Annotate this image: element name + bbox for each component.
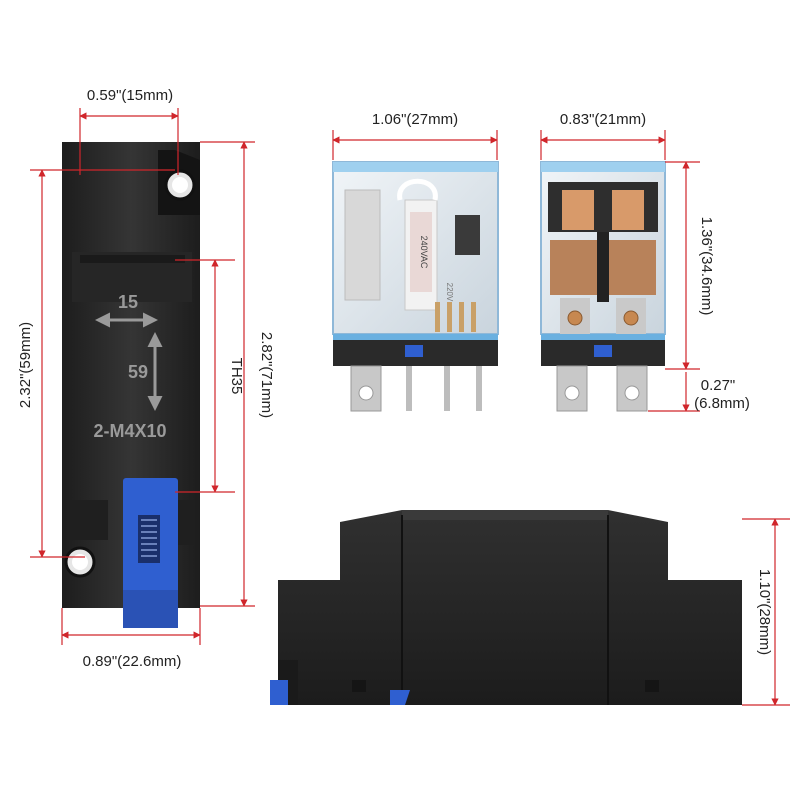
dim-hole-spacing-width: 0.59"(15mm) — [87, 87, 173, 104]
socket-top-view: 15 59 2-M4X10 — [62, 142, 200, 628]
dim-pin-length-in: 0.27" — [701, 377, 736, 394]
socket-mark-15: 15 — [118, 292, 138, 312]
relay-front-view: 240VAC 220V — [332, 161, 499, 412]
dim-socket-height: 2.82"(71mm) — [258, 332, 275, 418]
relay-side-dimensions: 0.83"(21mm) 1.36"(34.6mm) 0.27" (6.8mm) — [540, 111, 750, 412]
dim-relay-depth: 0.83"(21mm) — [560, 111, 646, 128]
dim-relay-width: 1.06"(27mm) — [372, 111, 458, 128]
socket-side-view — [270, 510, 742, 705]
dim-pin-length-mm: (6.8mm) — [694, 395, 750, 412]
relay-voltage-label: 240VAC — [419, 236, 429, 269]
socket-side-dimensions: 1.10"(28mm) — [742, 518, 790, 706]
mounting-hole-bottom — [64, 546, 96, 578]
relay-side-view — [540, 161, 666, 412]
dim-hole-spacing-height: 2.32"(59mm) — [17, 322, 34, 408]
dim-relay-height: 1.36"(34.6mm) — [698, 217, 715, 316]
relay-rating-label: 220V — [445, 283, 454, 302]
dim-socket-width: 0.89"(22.6mm) — [83, 653, 182, 670]
din-clip — [123, 478, 178, 628]
socket-mark-screw: 2-M4X10 — [93, 421, 166, 441]
dim-socket-side-height: 1.10"(28mm) — [756, 569, 773, 655]
mounting-hole-top — [164, 169, 196, 201]
socket-dimensions: 0.59"(15mm) 2.32"(59mm) TH35 2.82"(71mm)… — [17, 87, 275, 670]
socket-mark-59: 59 — [128, 362, 148, 382]
dim-rail: TH35 — [228, 358, 245, 395]
relay-front-dimensions: 1.06"(27mm) — [332, 111, 498, 160]
